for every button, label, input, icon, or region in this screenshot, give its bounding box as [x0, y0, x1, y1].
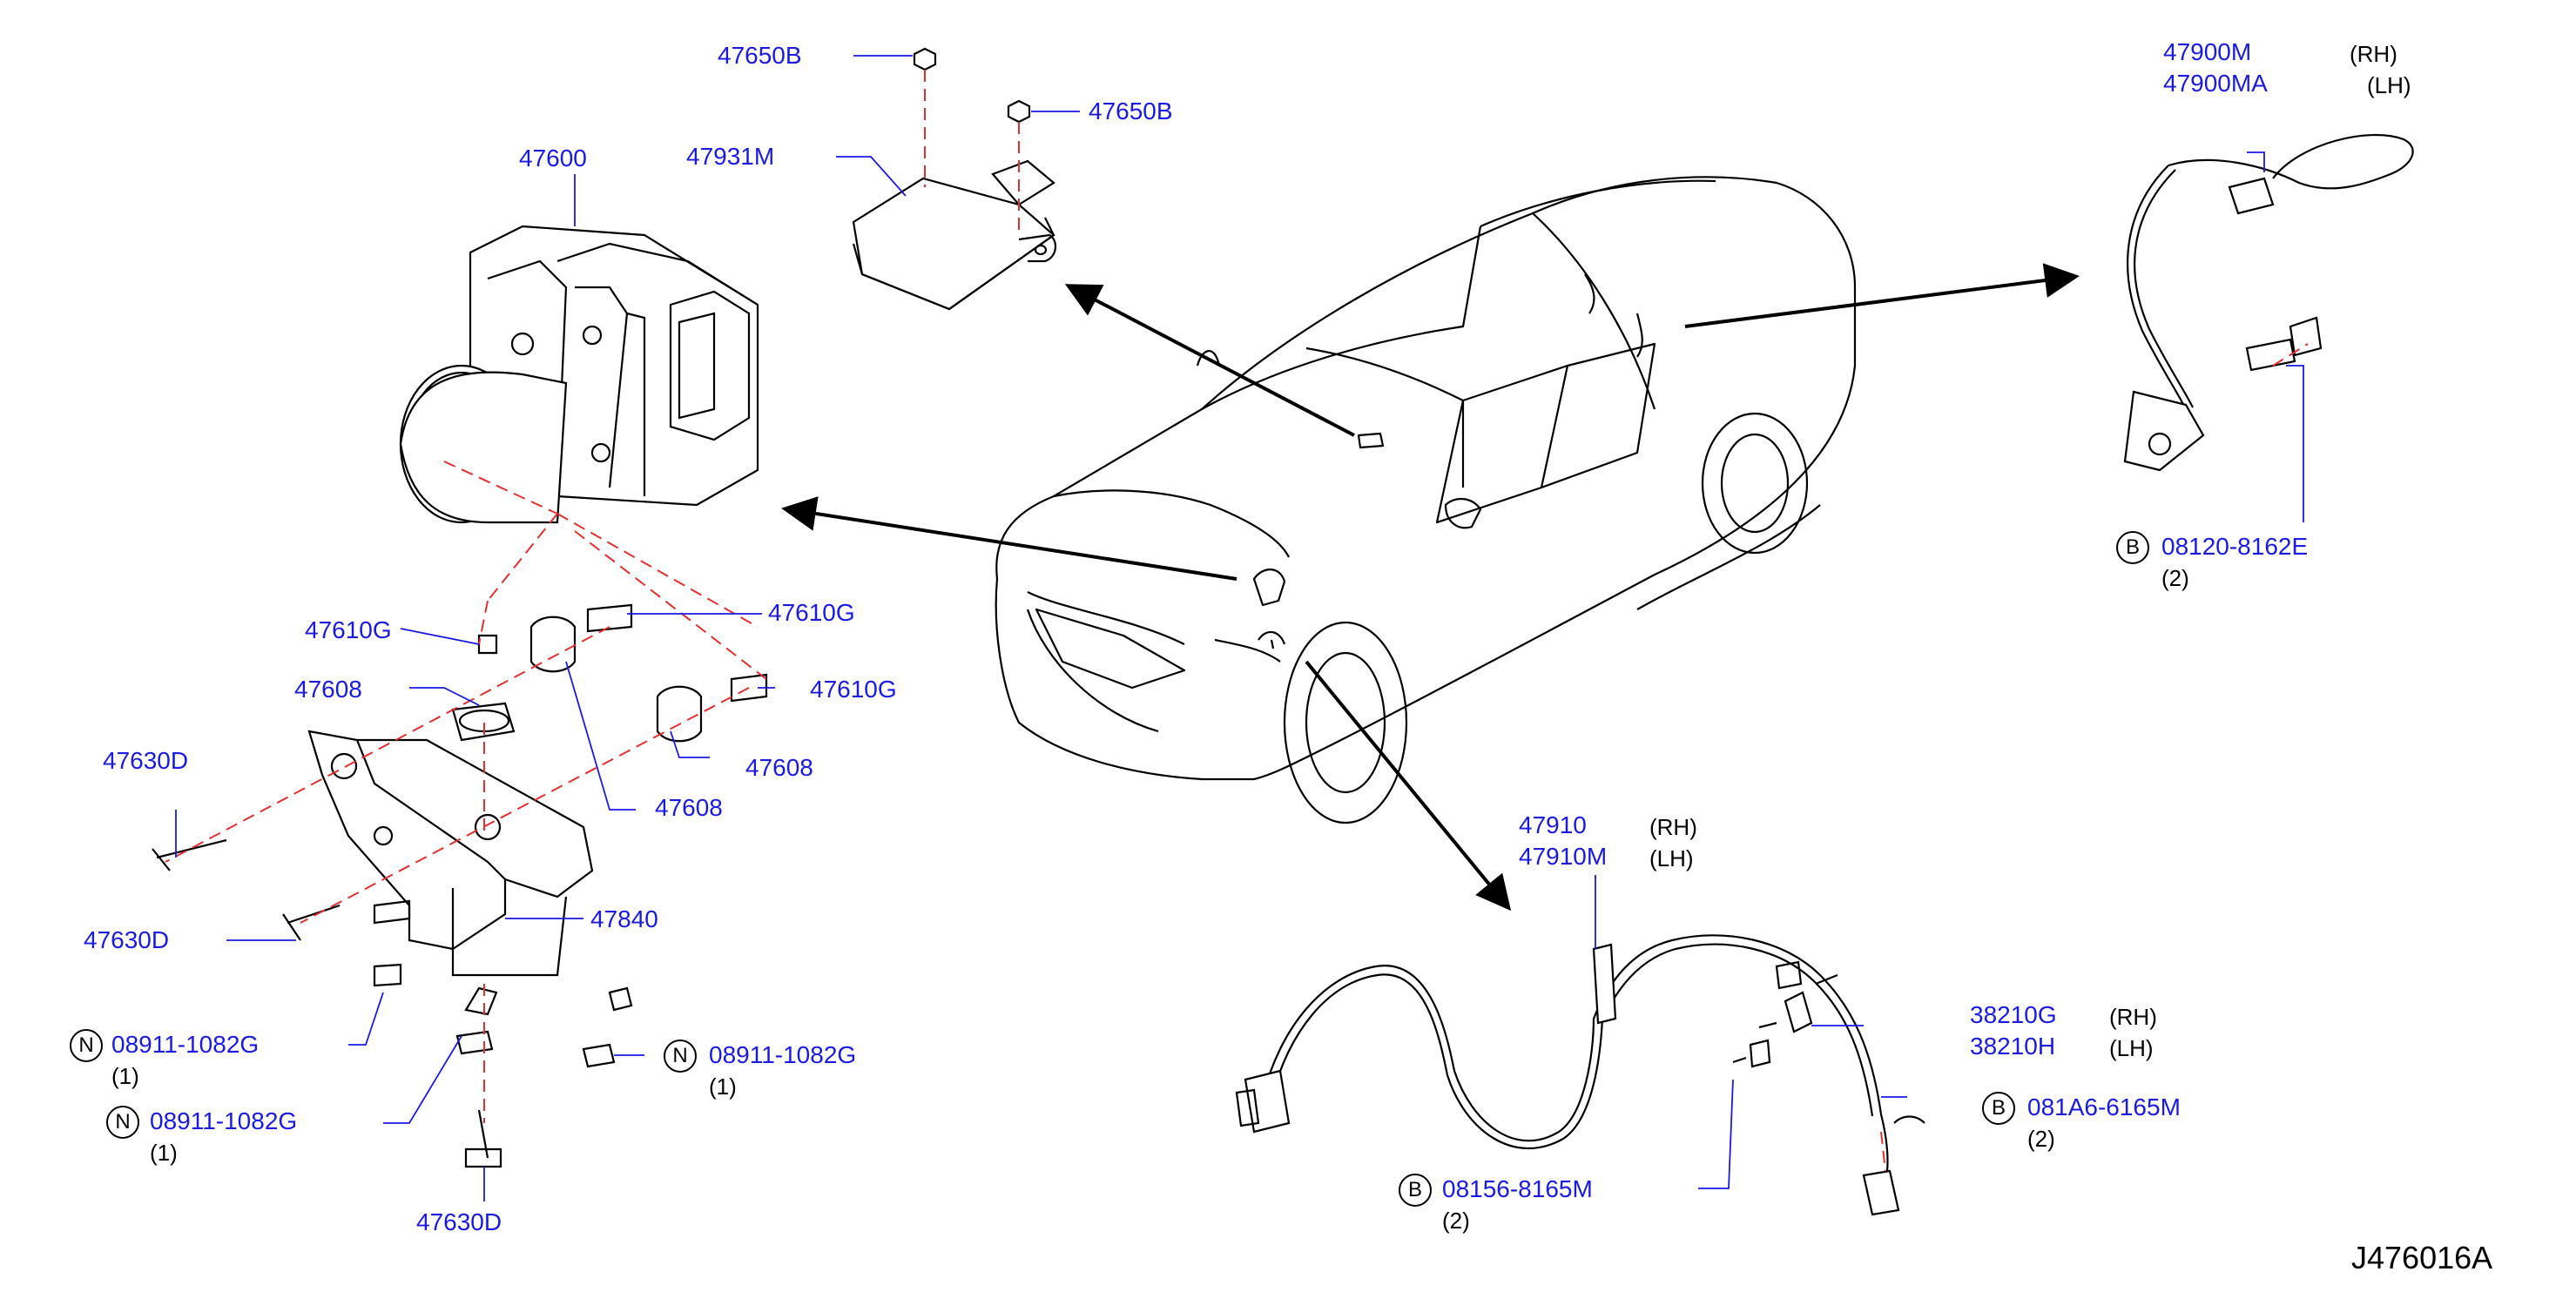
part-47600: 47600	[519, 145, 587, 172]
rear-wheel-sensor-illustration	[2123, 133, 2414, 472]
part-47608-right: 47608	[745, 754, 813, 781]
leader-lines	[175, 55, 2304, 1201]
part-08156-8165M: 08156-8165M	[1442, 1175, 1593, 1202]
side-38210H: (LH)	[2109, 1035, 2154, 1061]
part-47650B-right: 47650B	[1089, 98, 1173, 124]
abs-actuator-illustration	[399, 225, 759, 524]
diagram-code: J476016A	[2351, 1240, 2493, 1275]
bolt-code-circle-3: B	[1399, 1174, 1432, 1207]
nut-code-circle-2: N	[664, 1040, 697, 1073]
bracket-illustration	[152, 603, 768, 1168]
part-38210H: 38210H	[1970, 1033, 2056, 1060]
bolt-code-circle-1: B	[2116, 531, 2149, 564]
part-47910M: 47910M	[1519, 843, 1608, 870]
side-47910M: (LH)	[1649, 845, 1694, 871]
part-47608-left: 47608	[294, 676, 362, 703]
bolt-code-circle-2: B	[1982, 1092, 2015, 1125]
qty-08911-bottom: (1)	[150, 1140, 178, 1166]
side-47900M: (RH)	[2350, 41, 2397, 67]
part-47900MA: 47900MA	[2163, 70, 2268, 97]
qty-08911-right: (1)	[709, 1073, 737, 1100]
front-wheel-sensor-illustration	[1235, 934, 1925, 1216]
part-47610G-right: 47610G	[810, 676, 897, 703]
part-47630D-bottom: 47630D	[416, 1208, 502, 1235]
vehicle-illustration	[995, 176, 1857, 824]
part-08911-1082G-bottom: 08911-1082G	[150, 1107, 298, 1134]
part-47840: 47840	[590, 905, 658, 932]
yaw-sensor-illustration	[852, 47, 1056, 311]
part-47610G-left: 47610G	[305, 616, 392, 643]
part-47931M: 47931M	[686, 143, 775, 170]
part-47608-middle: 47608	[655, 794, 723, 821]
part-47910: 47910	[1519, 811, 1587, 838]
pointer-arrows	[781, 263, 2080, 912]
side-47900MA: (LH)	[2367, 72, 2411, 98]
part-081A6-6165M: 081A6-6165M	[2027, 1093, 2181, 1120]
qty-08911-left: (1)	[111, 1063, 139, 1089]
qty-08120: (2)	[2161, 565, 2189, 591]
part-47900M: 47900M	[2163, 38, 2252, 65]
part-47630D-middle: 47630D	[84, 926, 170, 953]
side-38210G: (RH)	[2109, 1004, 2157, 1030]
phantom-lines	[165, 70, 2309, 1172]
part-08911-1082G-left: 08911-1082G	[111, 1031, 260, 1058]
nut-code-circle-3: N	[106, 1106, 139, 1139]
qty-08156: (2)	[1442, 1208, 1470, 1234]
part-47610G-top-right: 47610G	[768, 599, 855, 626]
part-08911-1082G-right: 08911-1082G	[709, 1041, 857, 1068]
part-47650B-top: 47650B	[718, 42, 802, 69]
part-08120-8162E: 08120-8162E	[2161, 533, 2309, 560]
side-47910: (RH)	[1649, 814, 1697, 840]
part-38210G: 38210G	[1970, 1001, 2057, 1028]
qty-081A6: (2)	[2027, 1126, 2055, 1152]
part-47630D-top: 47630D	[103, 747, 189, 774]
nut-code-circle-1: N	[70, 1029, 103, 1062]
